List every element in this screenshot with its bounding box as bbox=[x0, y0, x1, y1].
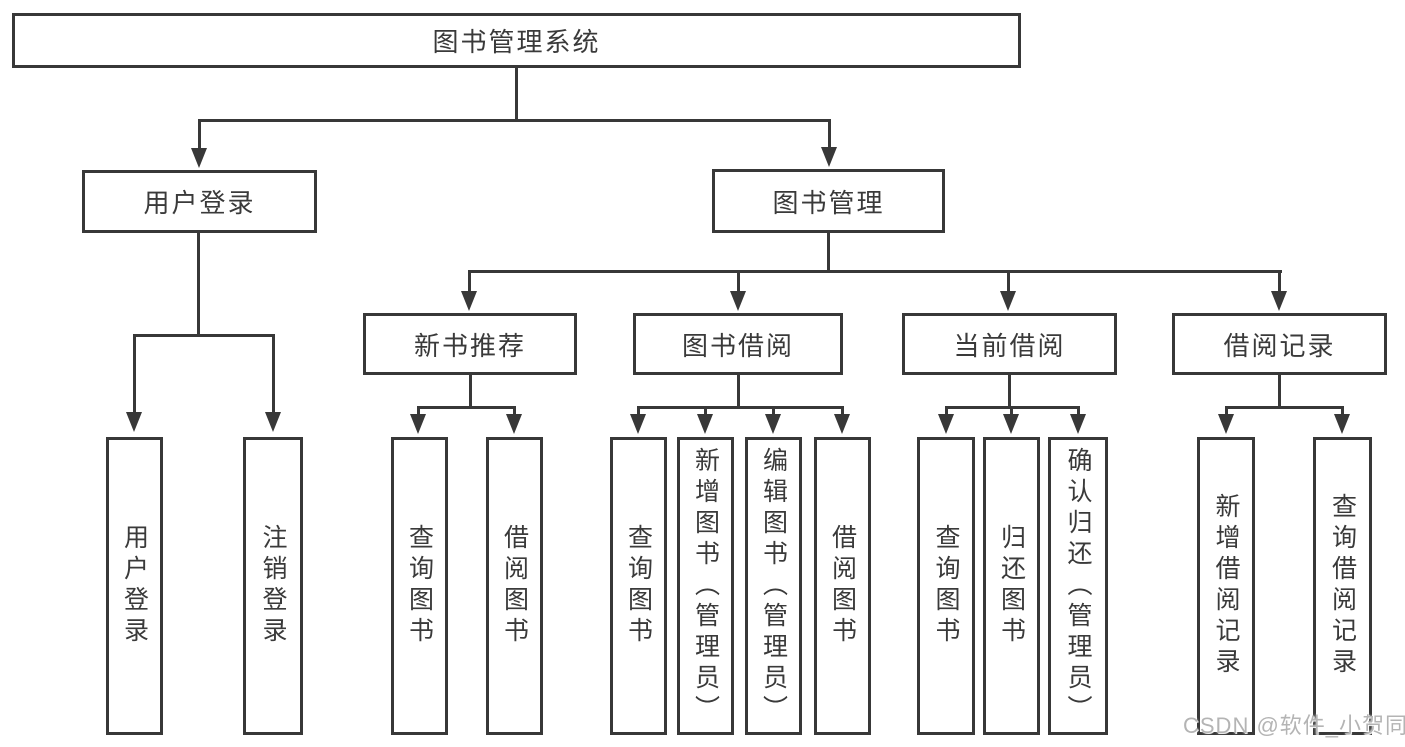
leaf-borrow-add-books-admin: 新增图书（管理员） bbox=[677, 437, 734, 735]
connector-line bbox=[1341, 406, 1344, 418]
node-current-borrowing: 当前借阅 bbox=[902, 313, 1117, 375]
arrow-down-icon bbox=[506, 414, 522, 434]
connector-line bbox=[637, 406, 844, 409]
connector-line bbox=[272, 334, 275, 414]
leaf-records-add-borrow-record: 新增借阅记录 bbox=[1197, 437, 1255, 735]
node-borrowing-records: 借阅记录 bbox=[1172, 313, 1387, 375]
watermark-csdn: CSDN @软件_小贺同学 bbox=[1183, 713, 1405, 738]
leaf-login-user-login: 用户登录 bbox=[106, 437, 163, 735]
arrow-down-icon bbox=[461, 291, 477, 311]
connector-line bbox=[737, 270, 740, 293]
arrow-down-icon bbox=[765, 414, 781, 434]
leaf-records-query-borrow-record: 查询借阅记录 bbox=[1313, 437, 1372, 735]
connector-line bbox=[827, 233, 830, 273]
connector-line bbox=[133, 334, 136, 414]
connector-line bbox=[417, 406, 516, 409]
arrow-down-icon bbox=[1271, 291, 1287, 311]
leaf-rec-borrow-books: 借阅图书 bbox=[486, 437, 543, 735]
connector-line bbox=[772, 406, 775, 418]
node-book-borrowing: 图书借阅 bbox=[633, 313, 843, 375]
connector-line bbox=[637, 406, 640, 418]
connector-line bbox=[1077, 406, 1080, 418]
connector-line bbox=[515, 68, 518, 121]
connector-line bbox=[737, 375, 740, 409]
arrow-down-icon bbox=[821, 147, 837, 167]
arrow-down-icon bbox=[126, 412, 142, 432]
arrow-down-icon bbox=[938, 414, 954, 434]
connector-line bbox=[133, 334, 275, 337]
connector-line bbox=[197, 233, 200, 337]
leaf-current-confirm-return-admin: 确认归还（管理员） bbox=[1048, 437, 1108, 735]
arrow-down-icon bbox=[191, 148, 207, 168]
leaf-login-logout: 注销登录 bbox=[243, 437, 303, 735]
node-user-login: 用户登录 bbox=[82, 170, 317, 233]
node-new-book-recommendation: 新书推荐 bbox=[363, 313, 577, 375]
arrow-down-icon bbox=[730, 291, 746, 311]
leaf-rec-query-books: 查询图书 bbox=[391, 437, 448, 735]
connector-line bbox=[198, 119, 201, 152]
node-book-management: 图书管理 bbox=[712, 169, 945, 233]
node-root: 图书管理系统 bbox=[12, 13, 1021, 68]
connector-line bbox=[1225, 406, 1228, 418]
arrow-down-icon bbox=[1070, 414, 1086, 434]
leaf-borrow-query-books: 查询图书 bbox=[610, 437, 667, 735]
connector-line bbox=[198, 119, 831, 122]
connector-line bbox=[945, 406, 948, 418]
arrow-down-icon bbox=[1003, 414, 1019, 434]
connector-line bbox=[704, 406, 707, 418]
connector-line bbox=[469, 375, 472, 409]
leaf-borrow-borrow-books: 借阅图书 bbox=[814, 437, 871, 735]
leaf-current-return-books: 归还图书 bbox=[983, 437, 1040, 735]
connector-line bbox=[1008, 375, 1011, 409]
connector-line bbox=[1278, 375, 1281, 409]
arrow-down-icon bbox=[630, 414, 646, 434]
connector-line bbox=[417, 406, 420, 418]
connector-line bbox=[1225, 406, 1343, 409]
connector-line bbox=[1278, 270, 1281, 293]
arrow-down-icon bbox=[1218, 414, 1234, 434]
connector-line bbox=[1010, 406, 1013, 418]
arrow-down-icon bbox=[410, 414, 426, 434]
connector-line bbox=[841, 406, 844, 418]
arrow-down-icon bbox=[1334, 414, 1350, 434]
connector-line bbox=[1007, 270, 1010, 293]
connector-line bbox=[828, 119, 831, 152]
connector-line bbox=[468, 270, 471, 293]
connector-line bbox=[513, 406, 516, 418]
leaf-current-query-books: 查询图书 bbox=[917, 437, 975, 735]
arrow-down-icon bbox=[265, 412, 281, 432]
connector-line bbox=[468, 270, 1282, 273]
arrow-down-icon bbox=[834, 414, 850, 434]
leaf-borrow-edit-books-admin: 编辑图书（管理员） bbox=[745, 437, 802, 735]
arrow-down-icon bbox=[697, 414, 713, 434]
arrow-down-icon bbox=[1000, 291, 1016, 311]
